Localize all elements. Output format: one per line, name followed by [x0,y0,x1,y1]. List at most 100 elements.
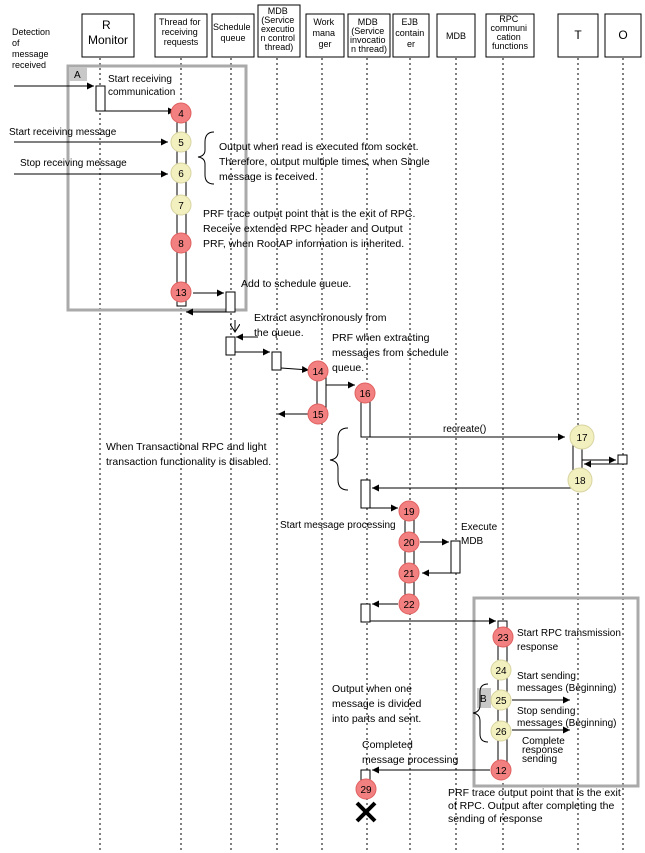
left-header-line: of [12,38,20,48]
activation-mdb-execute [450,540,461,574]
activation-mdb-control [271,351,282,371]
header-box-mdb-invocation [347,13,391,58]
note-add-queue: Add to schedule queue. [241,278,351,290]
trace-point-6 [170,162,192,184]
trace-point-7 [170,194,192,216]
trace-point-label: 16 [359,389,371,400]
left-header-line: received [12,60,46,70]
trace-point-23 [492,626,514,648]
trace-point-label: 21 [403,569,415,580]
trace-point-label: 7 [178,201,184,212]
trace-points: 4 5 6 7 8 13 14 15 16 17 18 19 20 21 22 … [170,102,595,800]
note-transactional: When Transactional RPC and light transac… [106,441,271,468]
left-header: Detection of message received [12,27,53,70]
frame-a-tag-label: A [74,70,81,81]
trace-point-label: 23 [497,633,509,644]
brace-divided [472,683,489,743]
trace-point-label: 15 [312,410,324,421]
label-start-receiving-communication: Start receiving communication [108,74,175,98]
label-execute-mdb: Execute MDB [461,522,500,547]
header-schedule-queue: Schedule queue [213,22,253,43]
trace-point-label: 19 [403,507,415,518]
note-completed: Completed message processing [362,739,458,766]
trace-point-29 [355,778,377,800]
label-start-receiving-message: Start receiving message [9,127,117,138]
trace-point-label: 22 [403,600,415,611]
trace-point-15 [307,403,329,425]
header-box-receiving-thread [154,13,208,58]
trace-point-21 [398,562,420,584]
trace-point-label: 4 [178,109,184,120]
header-receiving-thread: Thread for receiving requests [159,17,203,47]
trace-point-label: 17 [576,433,588,444]
lifeline-headers: R Monitor Thread for receiving requests … [81,4,642,58]
note-extract: Extract asynchronously from the queue. [254,312,389,339]
frame-b [472,596,640,788]
frame-a [66,64,248,312]
activation-queue-add [225,291,236,313]
header-box-mdb [436,13,476,58]
brace-socket [197,131,215,185]
note-prf-extract: PRF when extracting messages from schedu… [332,332,452,374]
activation-queue-extract [225,336,236,356]
trace-point-16 [354,382,376,404]
trace-point-label: 14 [312,367,324,378]
header-box-ejb-container [392,13,430,58]
activation-mdb-invocation-2 [360,479,371,509]
trace-point-label: 18 [574,476,586,487]
trace-point-19 [398,500,420,522]
header-mdb: MDB [446,31,466,41]
left-header-line: message [12,49,49,59]
trace-point-4 [170,102,192,124]
trace-point-20 [398,531,420,553]
label-start-sending: Start sending messages (Beginning) [517,671,617,694]
header-o: O [618,28,627,42]
activation-ejb-container [404,507,415,609]
trace-point-14 [307,360,329,382]
note-prf-final: PRF trace output point that is the exit … [448,787,624,825]
header-r-monitor: R Monitor [88,18,128,47]
left-header-line: Detection [12,27,50,37]
activation-r-monitor [95,85,106,112]
brace-transactional [329,427,349,491]
label-start-rpc-transmission: Start RPC transmission response [517,628,624,653]
trace-point-13 [170,281,192,303]
header-ejb-container: EJB contain er [395,17,427,49]
activation-mdb-final [360,769,371,781]
lifelines [99,58,624,850]
messages [14,82,618,774]
trace-point-label: 8 [178,239,184,250]
header-t: T [574,28,582,42]
trace-point-24 [490,659,512,681]
header-box-t [557,13,599,58]
header-box-work-manager [305,13,345,58]
header-box-r-monitor [81,13,135,58]
trace-point-label: 6 [178,169,184,180]
trace-point-8 [170,232,192,254]
trace-point-label: 25 [495,696,507,707]
label-stop-sending: Stop sending messages (Beginning) [517,706,617,729]
frame-a-tag [69,67,87,81]
label-stop-receiving-message: Stop receiving message [20,158,127,169]
trace-point-17 [569,424,595,450]
header-box-o [604,13,642,58]
header-mdb-control: MDB (Service executio n control thread) [260,6,297,52]
note-divided: Output when one message is divided into … [332,683,424,725]
trace-point-5 [170,131,192,153]
header-box-mdb-control [257,4,301,58]
trace-point-label: 26 [495,727,507,738]
trace-point-12 [490,759,512,781]
trace-point-25 [490,689,512,711]
arrow-mdb-to-work [280,366,310,373]
trace-point-label: 12 [495,766,507,777]
header-work-manager: Work mana ger [312,17,337,49]
label-recreate: recreate() [443,424,486,435]
trace-point-26 [490,720,512,742]
trace-point-label: 13 [175,288,187,299]
trace-point-label: 20 [403,538,415,549]
trace-point-22 [398,593,420,615]
activation-mdb-invocation-3 [360,603,371,623]
header-mdb-invocation: MDB (Service invocatio n thread) [350,17,388,54]
frame-b-tag-label: B [480,694,487,705]
